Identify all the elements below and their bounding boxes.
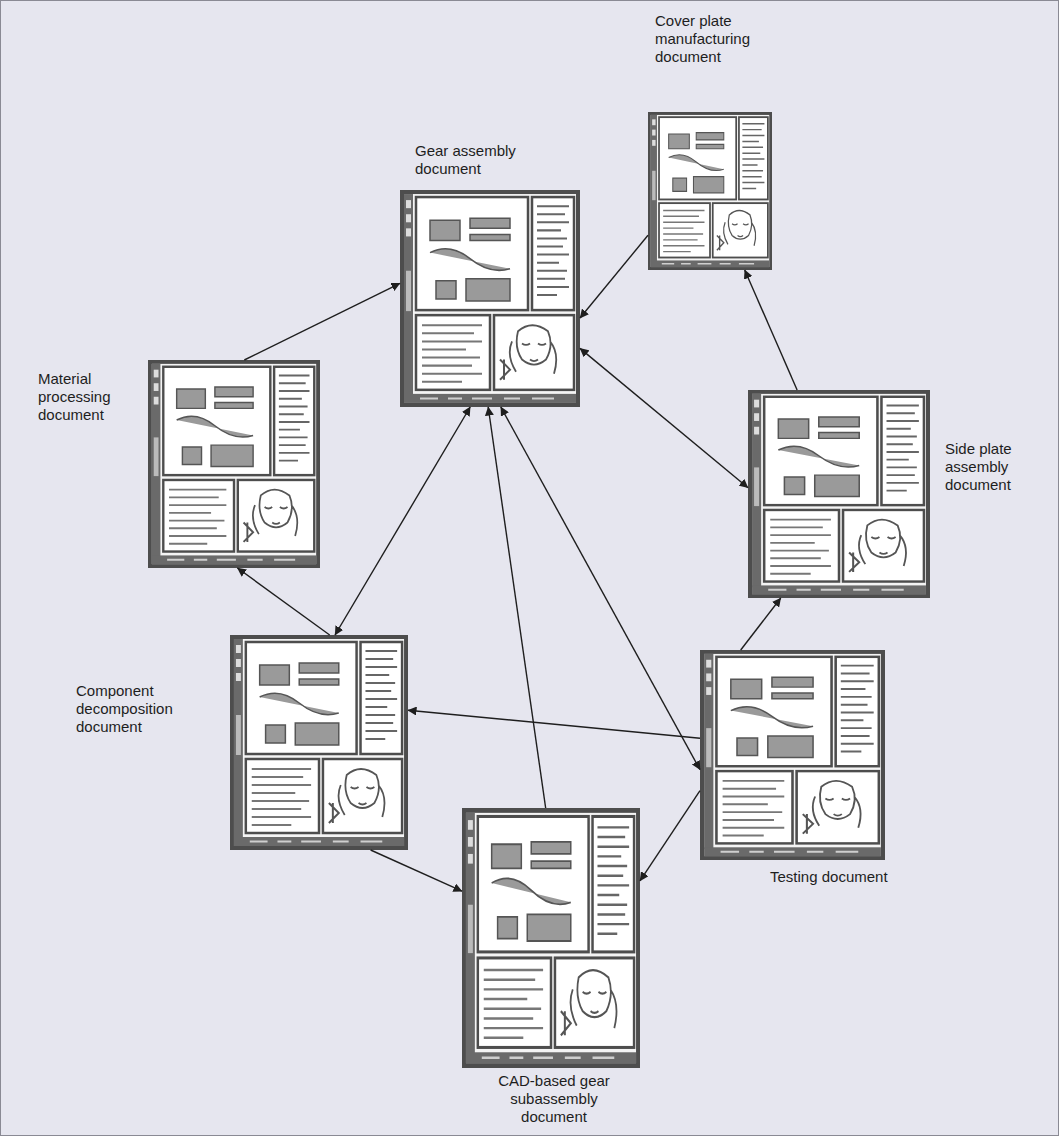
document-thumbnail: Side plate assembly document <box>748 390 930 598</box>
document-label: CAD-based gear subassembly document <box>488 1072 620 1126</box>
document-label: Component decomposition document <box>76 682 194 736</box>
document-thumbnail: Component decomposition document <box>230 635 408 850</box>
document-label: Material processing document <box>38 370 130 424</box>
arrow-connector <box>244 283 400 360</box>
arrow-connector <box>640 791 700 881</box>
document-label: Cover plate manufacturing document <box>655 12 773 66</box>
arrow-connector <box>408 710 700 738</box>
arrow-connector <box>745 270 797 390</box>
arrow-connector <box>371 850 462 891</box>
document-thumbnail: Material processing document <box>148 360 320 568</box>
arrow-connector <box>335 407 470 635</box>
document-thumbnail: CAD-based gear subassembly document <box>462 808 640 1068</box>
arrow-connector <box>580 348 748 487</box>
arrow-connector <box>237 568 329 635</box>
arrow-connector <box>501 407 700 770</box>
arrow-connector <box>580 235 648 318</box>
document-label: Testing document <box>770 868 920 886</box>
document-thumbnail: Cover plate manufacturing document <box>648 112 772 270</box>
document-thumbnail: Gear assembly document <box>400 190 580 407</box>
arrow-connector <box>488 407 545 808</box>
document-thumbnail: Testing document <box>700 650 885 860</box>
document-label: Side plate assembly document <box>945 440 1040 494</box>
document-label: Gear assembly document <box>415 142 530 178</box>
arrow-connector <box>741 598 781 650</box>
